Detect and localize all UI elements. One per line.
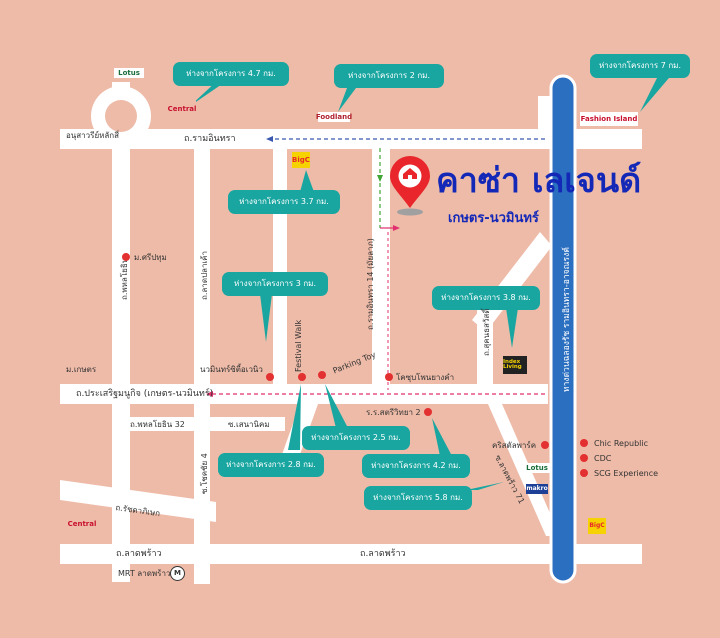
road-ramintra bbox=[60, 129, 642, 149]
central-logo: Central bbox=[168, 98, 196, 120]
distance-callout: ห่างจากโครงการ 3.7 กม. bbox=[228, 190, 340, 214]
home-pin-icon bbox=[390, 156, 430, 216]
distance-callout: ห่างจากโครงการ 4.7 กม. bbox=[173, 62, 289, 86]
poi-marker bbox=[318, 371, 326, 379]
place-monument: อนุสาวรีย์หลักสี่ bbox=[66, 131, 120, 140]
road-label-senanikhom: ซ.เสนานิคม bbox=[228, 420, 270, 429]
distance-callout: ห่างจากโครงการ 2.5 กม. bbox=[302, 426, 410, 450]
road-label-prasert: ถ.ประเสริฐมนูกิจ (เกษตร-นวมินทร์) bbox=[76, 389, 214, 399]
road-ratchada bbox=[60, 480, 216, 522]
distance-callout: ห่างจากโครงการ 2 กม. bbox=[334, 64, 444, 88]
place-mrt-ladprao: MRT ลาดพร้าว bbox=[118, 569, 171, 578]
arrow-left-icon bbox=[266, 136, 273, 142]
poi-marker bbox=[580, 454, 588, 462]
callout-pointer bbox=[338, 80, 362, 112]
arrow-left-icon bbox=[206, 391, 213, 397]
callout-pointer bbox=[325, 384, 348, 428]
callout-pointer bbox=[260, 294, 272, 342]
place-scg-experience: SCG Experience bbox=[594, 469, 659, 478]
road-ramintra14 bbox=[372, 148, 390, 388]
roundabout-inner bbox=[105, 100, 137, 132]
road-label-ramintra: ถ.รามอินทรา bbox=[184, 134, 236, 144]
road-label-ladprao: ถ.ลาดพร้าว bbox=[116, 549, 162, 559]
place-cdc: CDC bbox=[594, 454, 612, 463]
callout-pointer bbox=[432, 418, 452, 456]
project-subtitle: เกษตร-นวมินทร์ bbox=[448, 211, 539, 226]
poi-marker bbox=[122, 253, 130, 261]
arrow-down-icon bbox=[377, 175, 383, 182]
place-sripatum: ม.ศรีปทุม bbox=[134, 253, 167, 262]
distance-callout: ห่างจากโครงการ 5.8 กม. bbox=[364, 486, 472, 510]
bigc-logo: BigC bbox=[292, 152, 310, 168]
road-label-chotana4: ซ.โชคชัย 4 bbox=[200, 453, 209, 494]
poi-marker bbox=[541, 441, 549, 449]
distance-callout: ห่างจากโครงการ 3.8 กม. bbox=[432, 286, 540, 310]
poi-marker bbox=[266, 373, 274, 381]
poi-marker bbox=[580, 469, 588, 477]
road-label-ramintra14: ถ.รามอินทรา 14 (มัยลาภ) bbox=[366, 238, 375, 330]
poi-marker bbox=[424, 408, 432, 416]
callout-pointer bbox=[288, 384, 301, 450]
fashion-island-logo: Fashion Island bbox=[580, 112, 638, 126]
road-phahonyothin bbox=[112, 82, 130, 582]
lotus-logo: Lotus bbox=[524, 463, 550, 473]
poi-marker bbox=[298, 373, 306, 381]
road-label-expressway: ทางด่วนฉลองรัช รามอินทรา-อาจณรงค์ bbox=[562, 247, 572, 392]
foodland-logo: Foodland bbox=[315, 112, 353, 122]
poi-marker bbox=[385, 373, 393, 381]
project-title: คาซ่า เลเจนด์ bbox=[436, 161, 642, 201]
callout-pointer bbox=[190, 80, 228, 106]
index-living-logo: Index Living bbox=[503, 356, 527, 374]
bigc-logo: BigC bbox=[588, 518, 606, 534]
distance-callout: ห่างจากโครงการ 4.2 กม. bbox=[362, 454, 470, 478]
road-senanikhom bbox=[210, 417, 280, 431]
place-chic-republic: Chic Republic bbox=[594, 439, 649, 448]
road-label-festival-walk: Festival Walk bbox=[294, 319, 303, 372]
place-nawamin-city: นวมินทร์ซิตี้อเวนิว bbox=[200, 365, 263, 374]
poi-marker bbox=[580, 439, 588, 447]
expressway-band bbox=[549, 74, 577, 584]
road-label-ladplakhao: ถ.ลาดปลาเค้า bbox=[200, 250, 209, 300]
callout-pointers bbox=[190, 72, 674, 490]
distance-callout: ห่างจากโครงการ 3 กม. bbox=[222, 272, 328, 296]
road-network bbox=[60, 82, 642, 584]
road-label-ladprao: ถ.ลาดพร้าว bbox=[360, 549, 406, 559]
distance-callout: ห่างจากโครงการ 7 กม. bbox=[590, 54, 690, 78]
makro-logo: makro bbox=[526, 484, 548, 494]
central-logo: Central bbox=[66, 512, 98, 536]
road-label-phahonyothin32: ถ.พหลโยธิน 32 bbox=[130, 420, 185, 429]
mrt-icon: M bbox=[170, 566, 185, 581]
road-label-phahonyothin: ถ.พหลโยธิน bbox=[120, 257, 129, 300]
place-school: ร.ร.สตรีวิทยา 2 bbox=[366, 408, 421, 417]
callout-pointer bbox=[640, 72, 674, 112]
distance-callout: ห่างจากโครงการ 2.8 กม. bbox=[218, 453, 324, 477]
road-label-sukonthasawat: ถ.สุคนธสวัสดิ์ bbox=[482, 308, 491, 356]
callout-pointer bbox=[300, 170, 314, 192]
place-chokchai: โคซุบโพนยางคำ bbox=[396, 373, 455, 382]
lotus-logo: Lotus bbox=[114, 68, 144, 78]
callout-pointer bbox=[466, 482, 504, 490]
road-festival-walk bbox=[273, 148, 287, 384]
callout-pointer bbox=[506, 308, 518, 348]
place-kaset-university: ม.เกษตร bbox=[66, 365, 97, 374]
place-crystal-park: คริสตัลพาร์ค bbox=[492, 441, 537, 450]
arrow-right-icon bbox=[393, 225, 400, 231]
road-ladplakhao bbox=[194, 148, 210, 584]
